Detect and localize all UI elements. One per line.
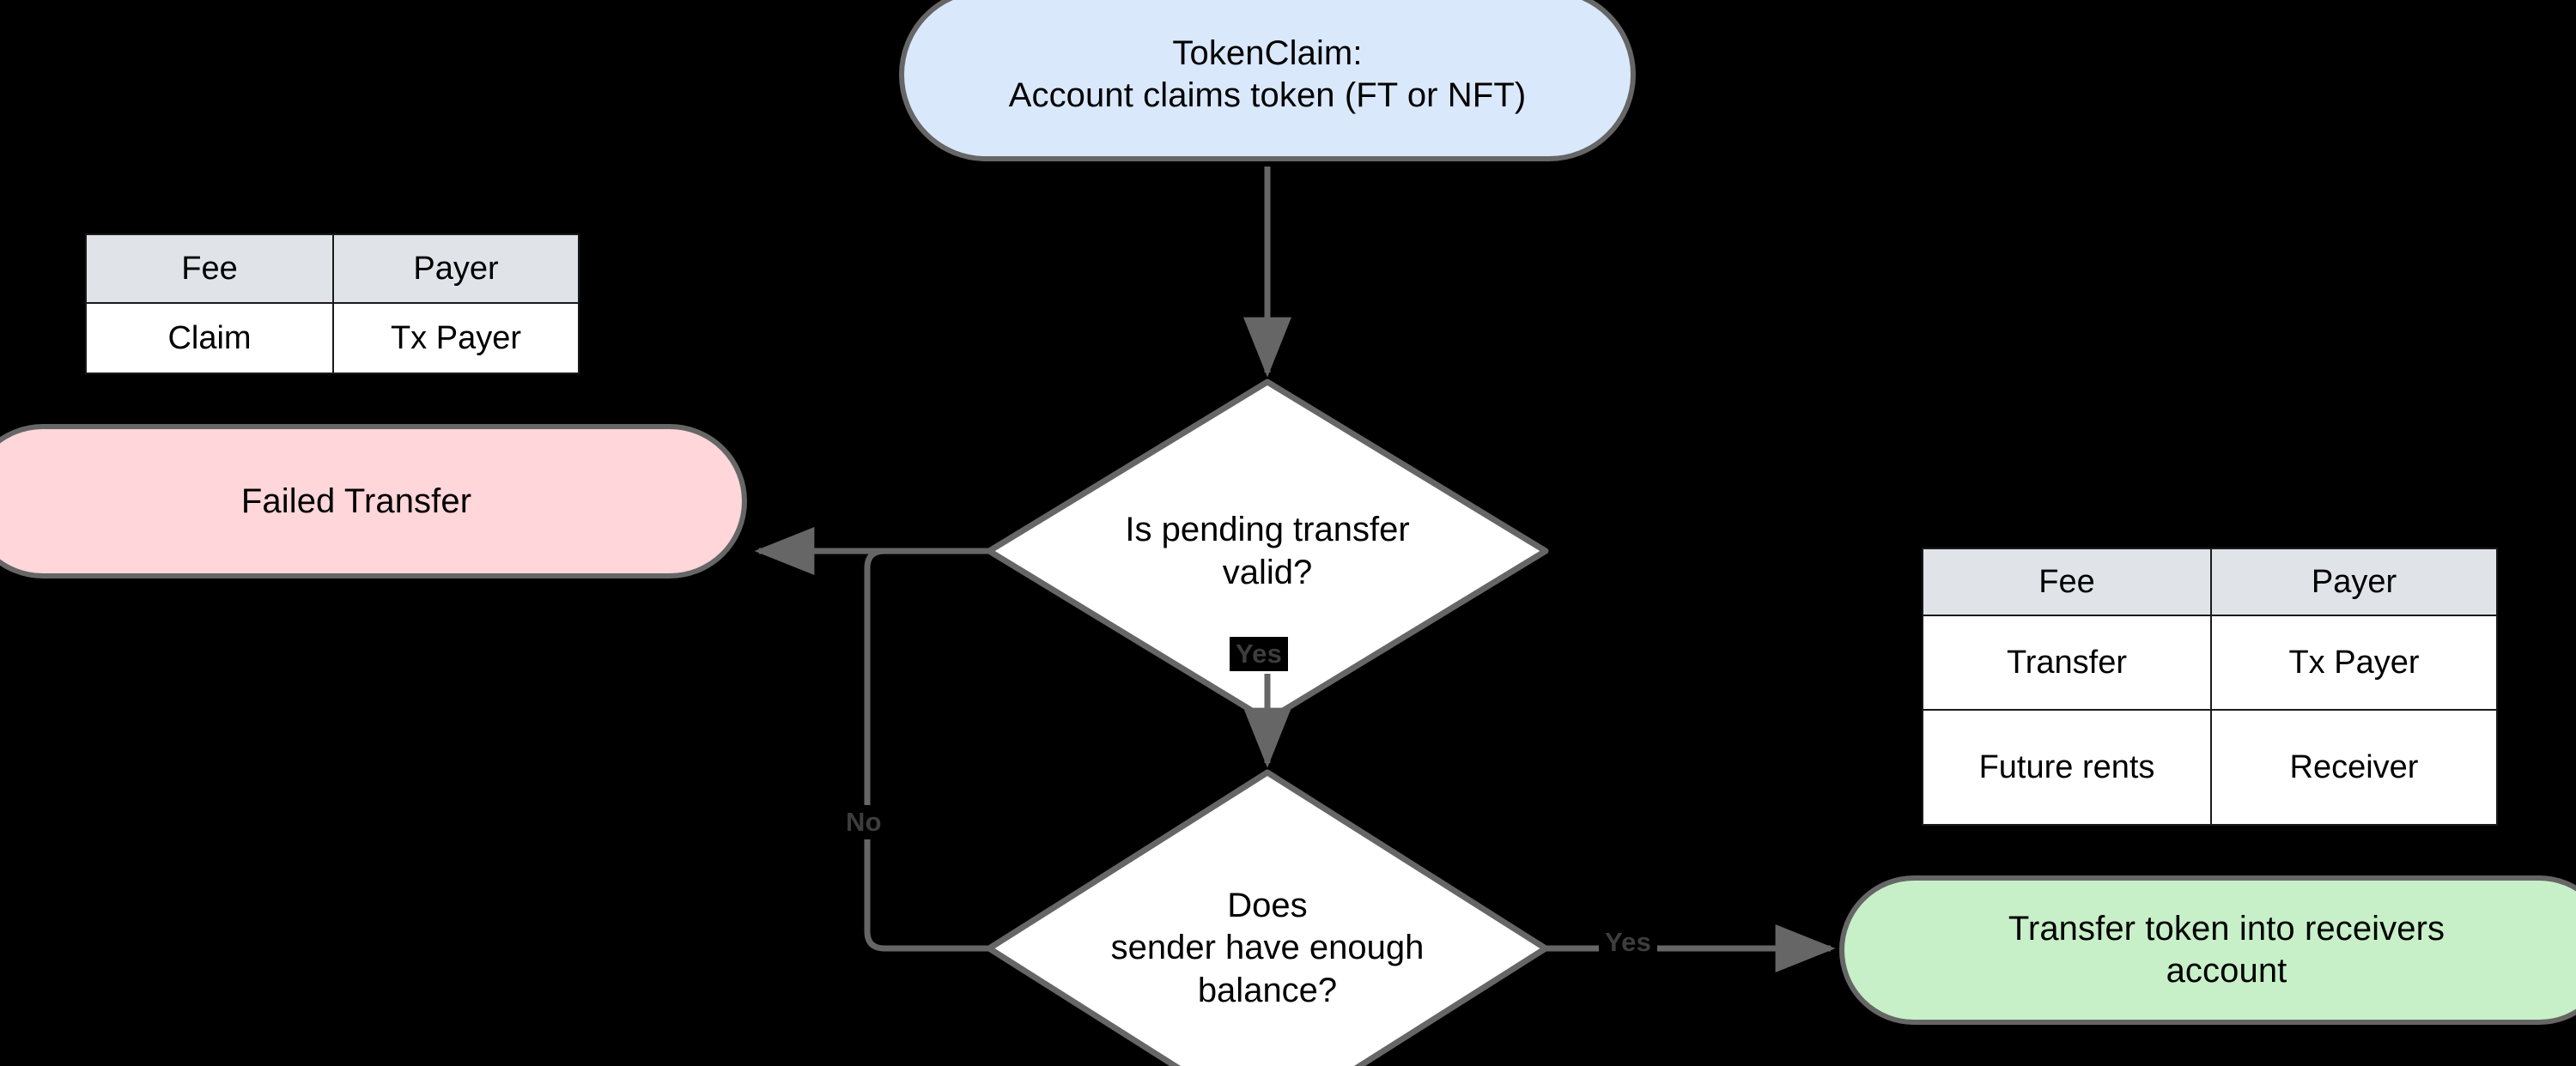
table-row: Future rents Receiver: [1922, 709, 2498, 826]
node-transfer-token-label: Transfer token into receivers account: [2008, 910, 2445, 990]
table-header-cell: Fee: [85, 233, 334, 304]
fee-table-transfer: Fee Payer Transfer Tx Payer Future rents…: [1922, 548, 2498, 826]
node-token-claim[interactable]: TokenClaim: Account claims token (FT or …: [899, 0, 1636, 161]
edge-label-yes-balance: Yes: [1599, 925, 1658, 960]
node-failed-transfer[interactable]: Failed Transfer: [0, 424, 747, 578]
table-cell: Receiver: [2210, 709, 2498, 826]
fee-table-claim: Fee Payer Claim Tx Payer: [85, 233, 580, 374]
edge-label-no: No: [840, 805, 888, 839]
table-header-cell: Payer: [2210, 548, 2498, 616]
edge-label-yes-pending: Yes: [1230, 637, 1289, 671]
table-row: Transfer Tx Payer: [1922, 615, 2498, 711]
table-cell: Tx Payer: [332, 302, 580, 374]
table-cell: Claim: [85, 302, 334, 374]
edge-balance-no-to-failed: [864, 548, 989, 952]
table-header-row: Fee Payer: [85, 233, 580, 304]
node-failed-transfer-label: Failed Transfer: [240, 482, 472, 520]
table-header-cell: Payer: [332, 233, 580, 304]
table-header-row: Fee Payer: [1922, 548, 2498, 616]
table-header-cell: Fee: [1922, 548, 2212, 616]
table-cell: Future rents: [1922, 709, 2212, 826]
node-token-claim-label: TokenClaim: Account claims token (FT or …: [1008, 34, 1527, 114]
table-cell: Tx Payer: [2210, 615, 2498, 711]
table-row: Claim Tx Payer: [85, 302, 580, 374]
decision-balance-shape[interactable]: [986, 769, 1549, 1066]
table-cell: Transfer: [1922, 615, 2212, 711]
node-transfer-token[interactable]: Transfer token into receivers account: [1839, 875, 2576, 1025]
